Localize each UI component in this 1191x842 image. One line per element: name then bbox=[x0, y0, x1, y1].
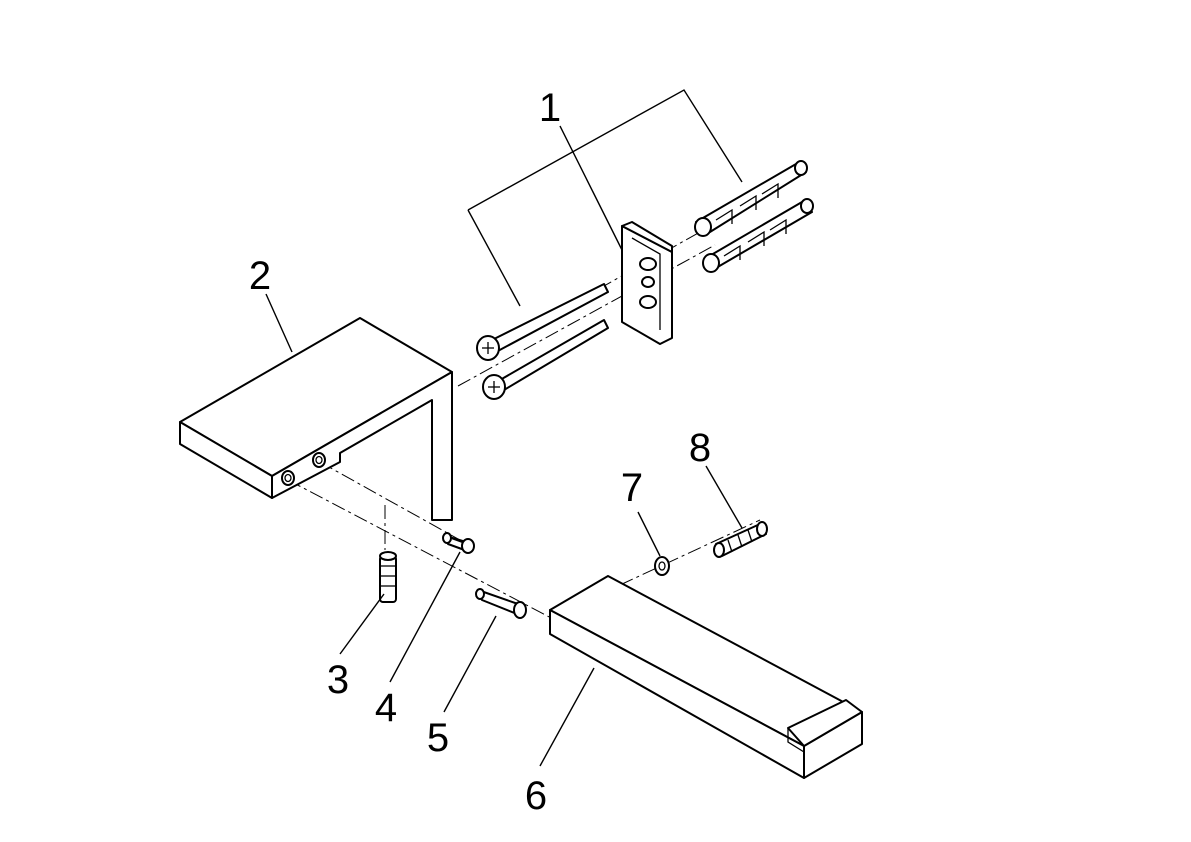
part-4-pin bbox=[442, 532, 475, 554]
part-1-wall-anchor-upper bbox=[694, 160, 808, 237]
part-8-threaded-insert bbox=[713, 521, 768, 558]
callout-7: 7 bbox=[620, 466, 644, 510]
part-1-screw-lower bbox=[482, 319, 609, 400]
part-6-bar bbox=[549, 575, 863, 779]
callout-8: 8 bbox=[688, 426, 712, 470]
part-1-wall-anchor-lower bbox=[702, 198, 814, 273]
callout-4: 4 bbox=[374, 686, 398, 730]
part-7-grub-screw bbox=[654, 556, 670, 576]
callout-5: 5 bbox=[426, 716, 450, 760]
part-1-screw-upper bbox=[476, 283, 609, 361]
callout-3: 3 bbox=[326, 658, 350, 702]
callout-2: 2 bbox=[248, 254, 272, 298]
part-1-wall-plate bbox=[621, 221, 673, 345]
callout-1: 1 bbox=[538, 86, 562, 130]
part-3-set-screw bbox=[379, 551, 397, 603]
leader-lines bbox=[265, 89, 743, 767]
callout-6: 6 bbox=[524, 774, 548, 818]
part-2-bracket-body bbox=[179, 317, 453, 521]
part-5-pin bbox=[475, 588, 527, 619]
